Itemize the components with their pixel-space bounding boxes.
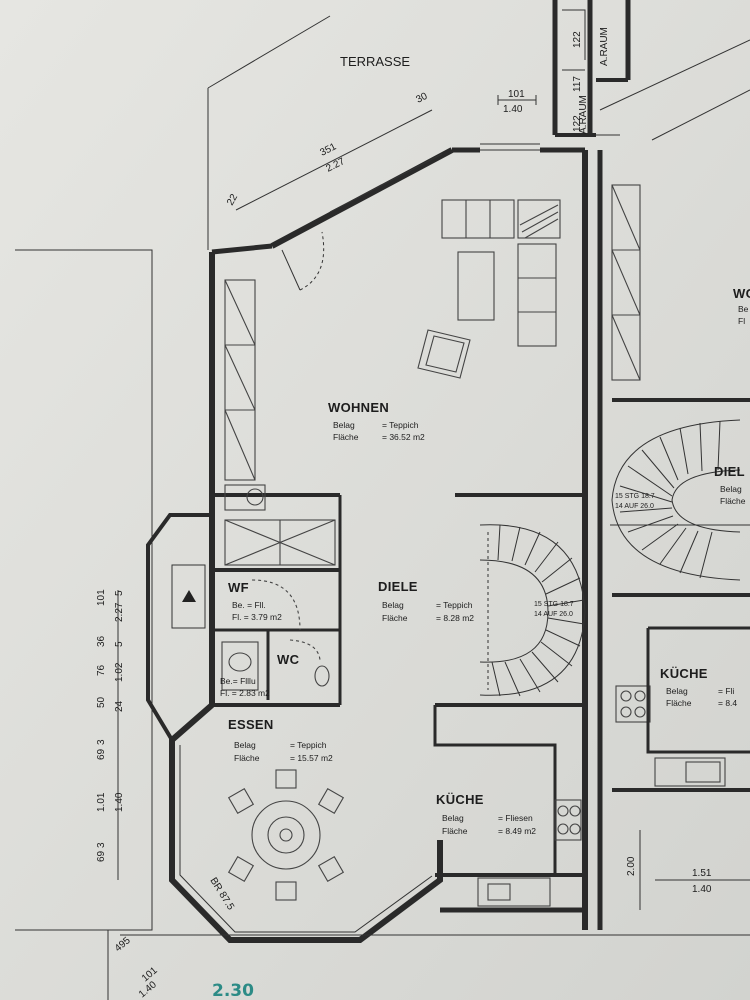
stair-left-line2: 14 AUF 26.0 [615,503,654,510]
room-wf-line1: Be. = Fll. [232,600,266,610]
left-dimensions: 101 2.27 5 36 5 76 1.02 50 24 69 3 1.01 … [96,589,125,862]
room-wc-line2: Fl. = 2.83 m2 [220,688,270,698]
dim-left-4: 1.02 [114,662,125,682]
dim-left-sup-3: 3 [96,842,107,848]
room-wf-name: WF [228,580,249,595]
room-wohnen-belag-key: Belag [333,420,355,430]
dim-140: 1.40 [692,884,712,895]
stair-right [479,524,586,697]
raum-mid-label: A.RAUM [578,95,589,134]
sanitary-fixtures [221,579,330,691]
dim-200: 2.00 [626,856,637,876]
dim-left-sup-0: 5 [114,590,125,596]
dim-left-7: 69 [96,748,107,760]
room-wc-line1: Be.= Flllu [220,676,256,686]
room-essen-belag-key: Belag [234,740,256,750]
neighbor-kueche-belag-val: = Fli [718,686,734,696]
room-diele-belag-val: = Teppich [436,600,473,610]
room-diele-flaeche-key: Fläche [382,613,408,623]
room-wf-line2: Fl. = 3.79 m2 [232,612,282,622]
room-essen-belag-val: = Teppich [290,740,327,750]
raum-top-label: A.RAUM [599,27,610,66]
handwritten-note: 2.30 [212,981,254,1000]
room-kueche-flaeche-key: Fläche [442,826,468,836]
terrace-label: TERRASSE [340,54,410,69]
stair-right-line2: 14 AUF 26.0 [534,611,573,618]
neighbor-kueche-name: KÜCHE [660,666,708,681]
stair-neighbor [611,419,741,581]
room-wohnen-flaeche-val: = 36.52 m2 [382,432,425,442]
room-wohnen-belag-val: = Teppich [382,420,419,430]
room-diele-belag-key: Belag [382,600,404,610]
room-diele-name: DIELE [378,579,418,594]
dining-table [227,769,345,901]
neighbor-walls [612,89,750,792]
dim-30: 30 [414,91,429,106]
room-wohnen-flaeche-key: Fläche [333,432,359,442]
dim-122a: 122 [572,31,583,48]
entrance-arrow-icon [182,590,196,602]
dim-left-1: 2.27 [114,602,125,622]
stair-left-line1: 15 STG 18.7 [615,493,655,500]
neighbor-diele-flaeche-key: Fläche [720,496,746,506]
room-essen-flaeche-key: Fläche [234,753,260,763]
stair-right-line1: 15 STG 18.7 [534,601,574,608]
dim-left-9: 1.40 [114,792,125,812]
dim-left-5: 50 [96,696,107,708]
neighbor-kueche-flaeche-val: = 8.4 [718,698,737,708]
room-essen-flaeche-val: = 15.57 m2 [290,753,333,763]
dim-left-2: 36 [96,635,107,647]
dim-151: 1.51 [692,868,712,879]
neighbor-diele-name: DIEL [714,464,745,479]
terrace-door [281,231,325,291]
dim-left-6: 24 [114,700,125,712]
dim-left-8: 1.01 [96,792,107,812]
neighbor-wohnen-belag-key: Be [738,304,749,314]
neighbor-wohnen-name: WO [733,286,750,301]
house-walls [146,143,603,943]
dim-left-sup-2: 3 [96,739,107,745]
room-wohnen-name: WOHNEN [328,400,389,415]
dim-top-101: 101 [508,89,525,100]
room-kueche-belag-val: = Fliesen [498,813,533,823]
dim-left-0: 101 [96,589,107,606]
room-wc-name: WC [277,652,300,667]
dim-top-140: 1.40 [503,104,523,115]
neighbor-wohnen-flaeche-key: Fl [738,316,745,326]
storage-rooms [552,0,631,137]
neighbor-diele-belag-key: Belag [720,484,742,494]
dim-122b: 122 [572,115,583,132]
room-kueche-name: KÜCHE [436,792,484,807]
dimension-lines [107,95,750,1000]
dim-22: 22 [225,192,240,208]
wall-cabinets [224,184,641,566]
dim-left-3: 76 [96,664,107,676]
neighbor-kueche-belag-key: Belag [666,686,688,696]
room-essen-name: ESSEN [228,717,274,732]
dim-left-sup-1: 5 [114,641,125,647]
room-diele-flaeche-val: = 8.28 m2 [436,613,474,623]
room-kueche-flaeche-val: = 8.49 m2 [498,826,536,836]
kitchen-fixtures [477,685,726,907]
dim-left-10: 69 [96,850,107,862]
neighbor-kueche-flaeche-key: Fläche [666,698,692,708]
site-outlines [15,15,750,931]
room-kueche-belag-key: Belag [442,813,464,823]
living-furniture [417,199,561,379]
dim-117: 117 [572,76,583,92]
